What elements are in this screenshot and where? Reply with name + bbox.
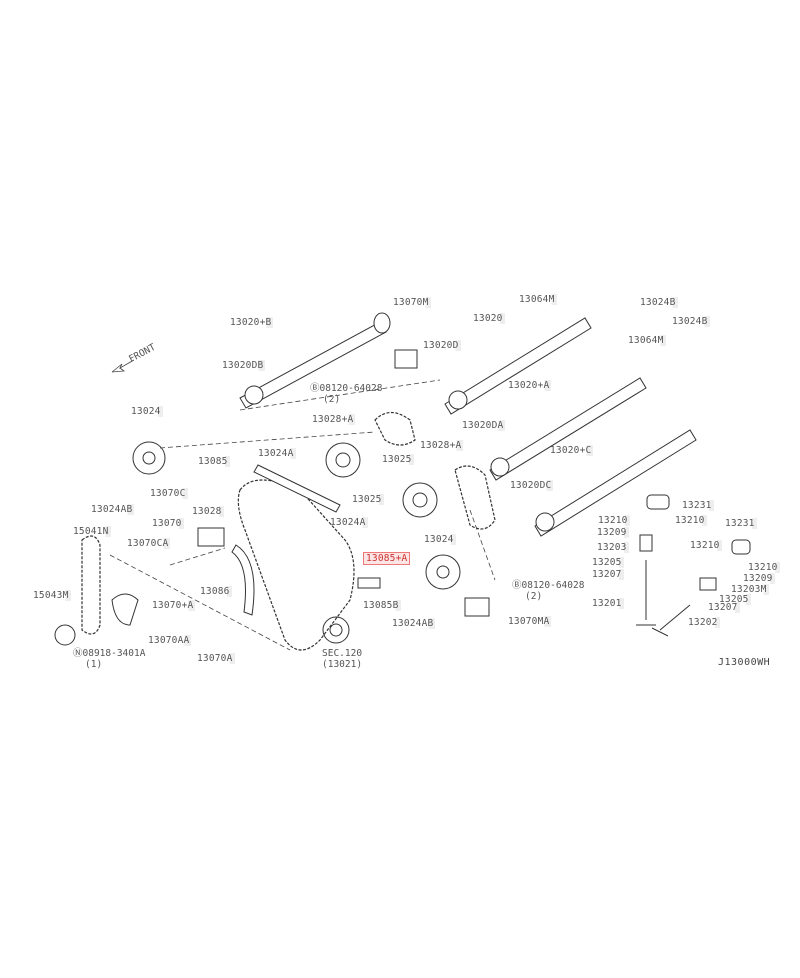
part-label[interactable]: 13024 <box>131 406 163 417</box>
part-label[interactable]: 13205 <box>592 557 624 568</box>
camshaft-13020 <box>444 317 592 415</box>
part-label[interactable]: 13070CA <box>127 538 171 549</box>
part-label[interactable]: 13020+C <box>550 445 594 456</box>
part-label[interactable]: 13020DA <box>462 420 506 431</box>
part-label[interactable]: 15043M <box>33 590 71 601</box>
part-note: (2) <box>525 591 543 602</box>
part-label[interactable]: 13020+A <box>508 380 552 391</box>
spring-13203m <box>699 577 717 591</box>
sprocket-13024-right <box>425 554 461 590</box>
part-label[interactable]: 13210 <box>748 562 780 573</box>
sprocket-15043m <box>54 624 76 646</box>
valve-13201 <box>636 560 656 626</box>
part-label[interactable]: 13028+A <box>312 414 356 425</box>
part-label[interactable]: 13064M <box>628 335 666 346</box>
sprocket-13025-upper <box>325 442 361 478</box>
part-label[interactable]: 13210 <box>598 515 630 526</box>
part-label[interactable]: 13070 <box>152 518 184 529</box>
part-label[interactable]: 13203M <box>731 584 769 595</box>
part-label[interactable]: 13231 <box>682 500 714 511</box>
part-label[interactable]: 13207 <box>592 569 624 580</box>
chain-guide-13086 <box>231 544 255 616</box>
camshaft-13020-c <box>534 429 697 537</box>
part-label[interactable]: 13070MA <box>508 616 552 627</box>
chain-15041n <box>81 535 101 635</box>
part-label[interactable]: 13025 <box>352 494 384 505</box>
part-label[interactable]: 13209 <box>597 527 629 538</box>
part-label[interactable]: 13020D <box>423 340 461 351</box>
part-label[interactable]: 13231 <box>725 518 757 529</box>
valve-13202 <box>651 604 691 637</box>
tensioner-arm-13070-a <box>111 593 139 626</box>
part-label[interactable]: 13085B <box>363 600 401 611</box>
part-label[interactable]: 13070+A <box>152 600 196 611</box>
part-label[interactable]: 13024A <box>330 517 368 528</box>
part-label[interactable]: 13028 <box>192 506 224 517</box>
tensioner-13085-a <box>357 577 381 589</box>
part-label[interactable]: 13070AA <box>148 635 192 646</box>
part-label[interactable]: 13064M <box>519 294 557 305</box>
part-note: (2) <box>323 394 341 405</box>
chain-13028-a-right <box>454 465 496 530</box>
part-label[interactable]: 13205 <box>719 594 751 605</box>
part-label[interactable]: 13070A <box>197 653 235 664</box>
sprocket-13025-lower <box>402 482 438 518</box>
part-note: Ⓑ08120-64028 <box>512 580 585 591</box>
part-label[interactable]: 13020DB <box>222 360 266 371</box>
lifter-13231-b <box>731 539 751 555</box>
part-label[interactable]: 13085 <box>198 456 230 467</box>
part-label[interactable]: 13210 <box>675 515 707 526</box>
camshaft-13020-a <box>489 377 647 481</box>
part-label[interactable]: 13020+B <box>230 317 274 328</box>
lifter-13231-a <box>646 494 670 510</box>
part-label[interactable]: 13020DC <box>510 480 554 491</box>
tensioner-13070ma <box>464 597 490 617</box>
crank-sprocket-13021 <box>322 616 350 644</box>
part-label[interactable]: 13024AB <box>392 618 436 629</box>
part-label[interactable]: 13024 <box>424 534 456 545</box>
part-label[interactable]: 13020 <box>473 313 505 324</box>
part-note: (13021) <box>322 659 363 670</box>
part-label[interactable]: 13024AB <box>91 504 135 515</box>
part-label[interactable]: 15041N <box>73 526 111 537</box>
part-note: Ⓑ08120-64028 <box>310 383 383 394</box>
part-label[interactable]: 13070M <box>393 297 431 308</box>
part-label[interactable]: 13210 <box>690 540 722 551</box>
part-label[interactable]: 13024A <box>258 448 296 459</box>
part-label[interactable]: 13028+A <box>420 440 464 451</box>
chain-guide-13085 <box>253 464 341 513</box>
part-label[interactable]: 13207 <box>708 602 740 613</box>
diagram-code: J13000WH <box>718 657 771 668</box>
part-label[interactable]: 13202 <box>688 617 720 628</box>
chain-13028-a-left <box>374 411 416 446</box>
part-label[interactable]: 13201 <box>592 598 624 609</box>
part-label[interactable]: 13209 <box>743 573 775 584</box>
part-label[interactable]: 13024B <box>672 316 710 327</box>
spring-13203 <box>639 534 653 552</box>
part-note: SEC.120 <box>322 648 363 659</box>
part-note: Ⓝ08918-3401A <box>73 648 146 659</box>
camshaft-13020-b <box>239 312 391 409</box>
part-label[interactable]: 13070C <box>150 488 188 499</box>
part-label[interactable]: 13024B <box>640 297 678 308</box>
part-label[interactable]: 13086 <box>200 586 232 597</box>
part-label[interactable]: 13085+A <box>363 552 411 565</box>
front-arrow-icon <box>111 359 135 373</box>
tensioner-13070m <box>394 349 418 369</box>
part-note: (1) <box>85 659 103 670</box>
tensioner-13070 <box>197 527 225 547</box>
sprocket-13024-left <box>132 441 166 475</box>
part-label[interactable]: 13203 <box>597 542 629 553</box>
part-label[interactable]: 13025 <box>382 454 414 465</box>
